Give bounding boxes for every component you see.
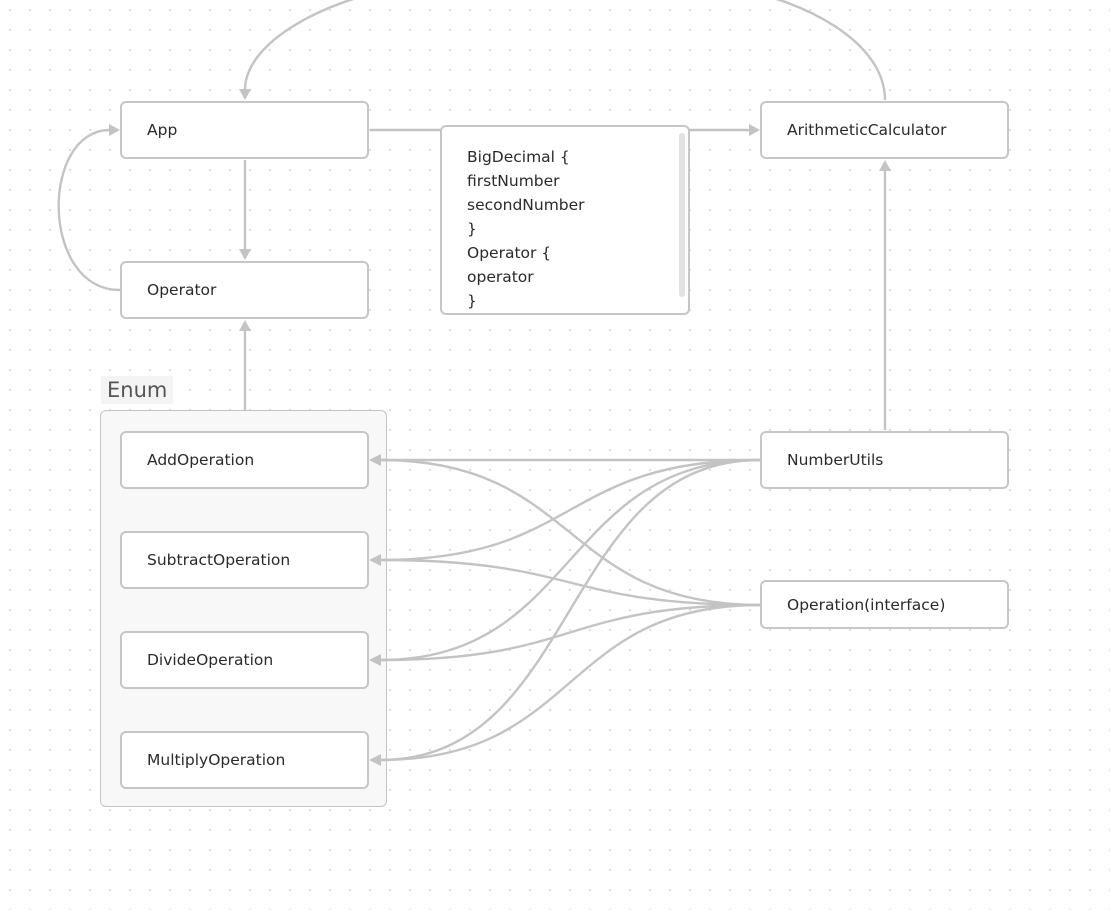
- note-scrollbar[interactable]: [679, 133, 685, 297]
- node-subtract-operation[interactable]: SubtractOperation: [120, 531, 369, 589]
- edge-arithmetic-calculator-to-app: [243, 0, 887, 101]
- arrowhead-add: [369, 454, 381, 466]
- edge-number-utils-to-subtract: [379, 458, 761, 562]
- edge-number-utils-to-divide: [379, 458, 761, 662]
- note-line: }: [467, 292, 477, 310]
- node-operator[interactable]: Operator: [120, 261, 369, 319]
- node-operation-interface[interactable]: Operation(interface): [760, 580, 1009, 629]
- data-note[interactable]: BigDecimal { firstNumber secondNumber } …: [440, 125, 690, 315]
- edge-operator-to-app: [57, 128, 121, 292]
- node-multiply-operation[interactable]: MultiplyOperation: [120, 731, 369, 789]
- node-number-utils[interactable]: NumberUtils: [760, 431, 1009, 489]
- enum-group-label: Enum: [101, 376, 174, 404]
- note-line: firstNumber: [467, 172, 560, 190]
- note-line: Operator {: [467, 244, 552, 262]
- arrowhead-arithmetic-calculator-bottom: [879, 160, 891, 171]
- arrowhead-arithmetic-calculator: [749, 124, 760, 136]
- arrowhead-multiply: [369, 754, 381, 766]
- arrowhead-operator-top: [239, 249, 251, 260]
- node-add-operation[interactable]: AddOperation: [120, 431, 369, 489]
- edge-operation-to-add: [379, 458, 761, 607]
- arrowhead-divide: [369, 654, 381, 666]
- arrowhead-subtract: [369, 554, 381, 566]
- node-app[interactable]: App: [120, 101, 369, 159]
- edge-number-utils-to-multiply: [379, 458, 761, 762]
- arrowhead-operator-bottom: [239, 320, 251, 331]
- edge-operation-to-subtract: [379, 558, 761, 607]
- edge-operation-to-divide: [379, 603, 761, 662]
- arrowhead-app-left: [109, 124, 120, 136]
- note-line: secondNumber: [467, 196, 585, 214]
- edge-operation-to-multiply: [379, 603, 761, 762]
- note-line: operator: [467, 268, 534, 286]
- note-line: }: [467, 220, 477, 238]
- arrowhead-app-top: [239, 89, 251, 100]
- note-line: BigDecimal {: [467, 148, 570, 166]
- node-arithmetic-calculator[interactable]: ArithmeticCalculator: [760, 101, 1009, 159]
- node-divide-operation[interactable]: DivideOperation: [120, 631, 369, 689]
